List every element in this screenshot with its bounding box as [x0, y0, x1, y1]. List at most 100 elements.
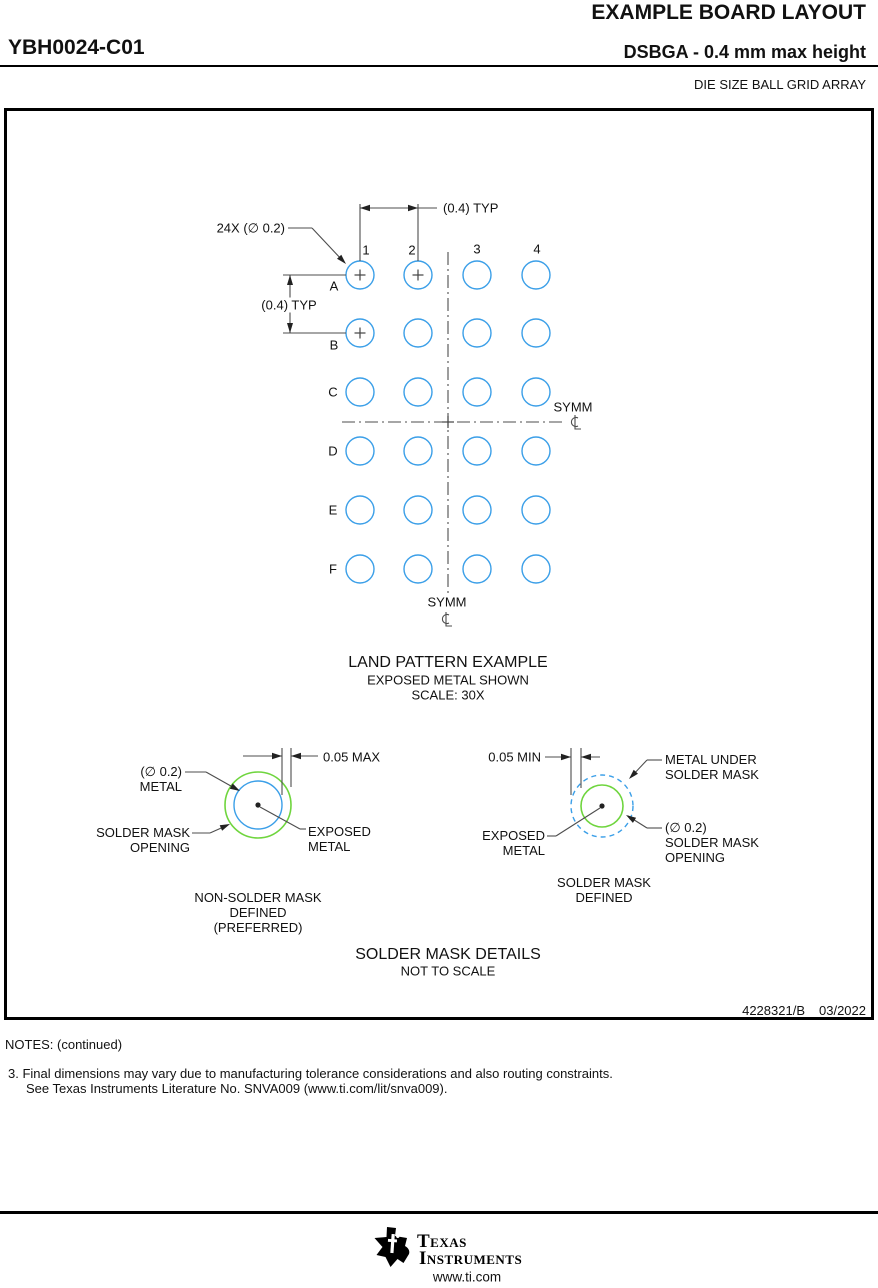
- pad-D1: [345, 436, 375, 466]
- pad-F2: [403, 554, 433, 584]
- arrowhead: [408, 204, 418, 212]
- smd-exposed-metal-label: EXPOSED METAL: [482, 828, 545, 858]
- note-3-line-1: 3. Final dimensions may vary due to manu…: [8, 1066, 613, 1081]
- part-number: YBH0024-C01: [8, 36, 145, 59]
- smd-opening-label: (∅ 0.2) SOLDER MASK OPENING: [665, 820, 759, 865]
- pad-F3: [462, 554, 492, 584]
- note-3-line-2: See Texas Instruments Literature No. SNV…: [26, 1081, 448, 1096]
- solder-mask-opening-circle: [224, 771, 292, 839]
- pad-F1: [345, 554, 375, 584]
- pad-B4: [521, 318, 551, 348]
- smd-detail-figure: [545, 748, 662, 838]
- row-label-A: A: [329, 278, 339, 294]
- nsmd-exposed-metal-label: EXPOSED METAL: [308, 824, 371, 854]
- metal-pad-circle: [233, 780, 283, 830]
- row-label-B: B: [329, 337, 339, 353]
- arrowhead: [272, 752, 282, 760]
- pad-C4: [521, 377, 551, 407]
- nsmd-metal-label: (∅ 0.2) METAL: [139, 764, 182, 794]
- pad-B2: [403, 318, 433, 348]
- pad-D4: [521, 436, 551, 466]
- brand-name-line-2: Instruments: [419, 1248, 523, 1269]
- pad-E4: [521, 495, 551, 525]
- header-rule: [0, 65, 878, 67]
- drawing-number: 4228321/B: [742, 1003, 805, 1018]
- package-family: DIE SIZE BALL GRID ARRAY: [694, 77, 866, 92]
- brand-name-line-1: Texas: [417, 1231, 467, 1252]
- row-label-D: D: [328, 443, 338, 459]
- metal-under-mask-circle: [570, 774, 634, 838]
- pad-E1: [345, 495, 375, 525]
- exposed-metal-dot: [599, 803, 605, 809]
- pad-D2: [403, 436, 433, 466]
- ti-logo-icon: [374, 1227, 410, 1267]
- arrowhead: [219, 824, 230, 831]
- centerline-icon: [441, 612, 452, 627]
- symm-label-right: SYMM: [553, 399, 593, 415]
- smd-gap-dimension: 0.05 MIN: [488, 749, 541, 765]
- arrowhead: [287, 323, 293, 333]
- pad-callout-leader: [288, 227, 346, 264]
- page-title: EXAMPLE BOARD LAYOUT: [591, 1, 866, 24]
- column-label-4: 4: [533, 241, 541, 257]
- column-label-2: 2: [408, 242, 416, 258]
- land-pattern-subtitle-2: SCALE: 30X: [411, 687, 485, 703]
- pad-E3: [462, 495, 492, 525]
- pad-center-marks: [354, 269, 424, 339]
- arrowhead: [629, 769, 638, 779]
- nsmd-gap-dimension: 0.05 MAX: [323, 749, 381, 765]
- arrowhead: [291, 752, 301, 760]
- row-label-E: E: [328, 502, 338, 518]
- notes-heading: NOTES: (continued): [5, 1037, 123, 1052]
- drawing-frame: [4, 108, 874, 1020]
- pad-C1: [345, 377, 375, 407]
- land-pattern-subtitle-1: EXPOSED METAL SHOWN: [367, 672, 529, 688]
- arrowhead: [337, 254, 346, 264]
- centerline-icon: [570, 415, 581, 430]
- pad-callout: 24X (∅ 0.2): [216, 220, 285, 236]
- row-label-F: F: [329, 561, 337, 577]
- symmetry-lines: [342, 252, 581, 627]
- pad-B3: [462, 318, 492, 348]
- exposed-metal-dot: [255, 802, 261, 808]
- arrowhead: [561, 753, 571, 761]
- symm-label-bottom: SYMM: [427, 594, 467, 610]
- smd-metal-under-label: METAL UNDER SOLDER MASK: [665, 752, 759, 782]
- pitch-dimension-horizontal: (0.4) TYP: [443, 200, 499, 216]
- column-label-3: 3: [473, 241, 481, 257]
- solder-mask-opening-circle: [580, 784, 624, 828]
- leader-line: [259, 806, 301, 830]
- solder-mask-details-subtitle: NOT TO SCALE: [400, 963, 496, 979]
- land-pattern-title: LAND PATTERN EXAMPLE: [348, 654, 548, 671]
- website-url: www.ti.com: [432, 1269, 502, 1285]
- arrowhead: [581, 753, 591, 761]
- horizontal-pitch-dimension: [359, 204, 437, 261]
- nsmd-caption: NON-SOLDER MASK DEFINED (PREFERRED): [194, 890, 322, 935]
- nsmd-opening-label: SOLDER MASK OPENING: [96, 825, 190, 855]
- revision-date: 03/2022: [819, 1003, 866, 1018]
- pad-A4: [521, 260, 551, 290]
- footer-rule: [0, 1211, 878, 1214]
- pitch-dimension-vertical: (0.4) TYP: [259, 297, 319, 313]
- title-block: 4228321/B 03/2022: [742, 1003, 866, 1018]
- pad-C3: [462, 377, 492, 407]
- solder-mask-details-title: SOLDER MASK DETAILS: [355, 946, 541, 963]
- center-cross: [442, 416, 454, 428]
- row-label-C: C: [328, 384, 338, 400]
- pad-D3: [462, 436, 492, 466]
- arrowhead: [626, 815, 637, 823]
- pad-A3: [462, 260, 492, 290]
- nsmd-detail-figure: [185, 748, 318, 839]
- pad-F4: [521, 554, 551, 584]
- leader-line: [555, 807, 601, 837]
- arrowhead: [287, 275, 293, 285]
- note-3: 3. Final dimensions may vary due to manu…: [8, 1066, 613, 1096]
- arrowhead: [229, 783, 240, 791]
- vertical-pitch-dimension: [283, 274, 346, 334]
- leader-line: [311, 227, 344, 262]
- column-label-1: 1: [362, 242, 370, 258]
- pad-C2: [403, 377, 433, 407]
- arrowhead: [360, 204, 370, 212]
